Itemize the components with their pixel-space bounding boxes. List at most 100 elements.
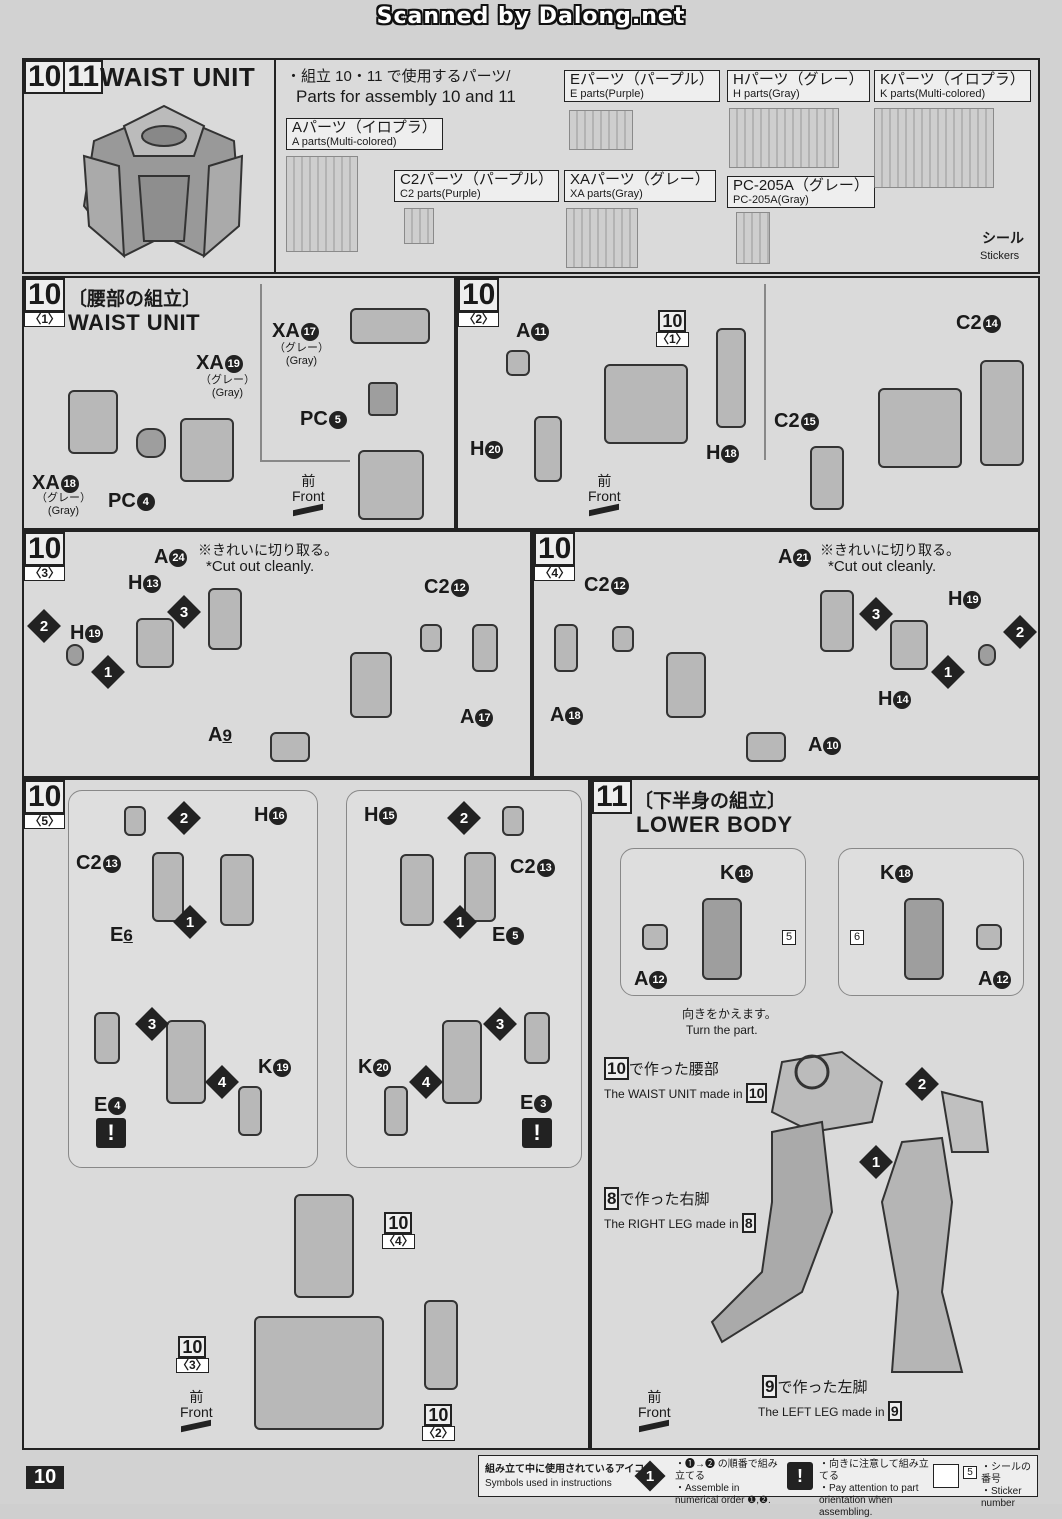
part-a10 [746, 732, 786, 762]
part-xa19 [180, 418, 234, 482]
part-shield-top [294, 1194, 354, 1298]
cut-note-jp: ※きれいに切り取る。 [820, 542, 960, 558]
lower-body-illustration [710, 1050, 990, 1373]
assembled-arm [666, 652, 706, 718]
step-badge-10-11: 10 11 [24, 60, 104, 94]
runner-xa [566, 208, 638, 268]
parts-box-k: Kパーツ（イロプラ）K parts(Multi-colored) [874, 70, 1031, 102]
parts-heading-en: Parts for assembly 10 and 11 [296, 87, 516, 106]
step-badge: 10〈2〉 [458, 278, 500, 327]
part-h19 [66, 644, 84, 666]
assembled-shield-r [442, 1020, 482, 1104]
turn-note-en: Turn the part. [686, 1023, 758, 1037]
step-order-1: 1 [91, 655, 125, 689]
part-label: A9 [208, 724, 232, 746]
step-order-3: 3 [167, 595, 201, 629]
ref-badge: 10〈3〉 [176, 1336, 209, 1373]
attention-legend-icon: ! [787, 1462, 813, 1490]
assembled-shield-l [166, 1020, 206, 1104]
left-leg-made-label-en: The LEFT LEG made in 9 [758, 1401, 902, 1421]
step-order-3: 3 [483, 1007, 517, 1041]
part-e4 [94, 1012, 120, 1064]
part-label: E6 [110, 924, 133, 946]
ref-badge: 10〈2〉 [422, 1404, 455, 1441]
page-number: 10 [26, 1466, 65, 1489]
stickers-label-jp: シール [982, 230, 1024, 246]
step-title-en: WAIST UNIT [68, 310, 201, 335]
part-a18 [554, 624, 578, 672]
part-h15 [400, 854, 434, 926]
ref-badge: 10〈4〉 [382, 1212, 415, 1249]
part-a11 [506, 350, 530, 376]
cut-note-en: *Cut out cleanly. [206, 558, 315, 575]
step-order-1: 1 [931, 655, 965, 689]
sticker-number: 6 [850, 930, 864, 945]
part-h13 [136, 618, 174, 668]
part-e6 [152, 852, 184, 922]
part-h20 [534, 416, 562, 482]
parts-heading-jp: ・組立 10・11 で使用するパーツ/ [286, 68, 511, 85]
parts-box-e: Eパーツ（パープル）E parts(Purple) [564, 70, 720, 102]
attention-legend: ・向きに注意して組み立てる・Pay attention to part orie… [819, 1459, 929, 1518]
part-k18b [904, 898, 944, 980]
gray-note: （グレー）(Gray) [274, 342, 329, 367]
symbols-heading-en: Symbols used in instructions [485, 1478, 612, 1489]
runner-a [286, 156, 358, 252]
part-h18 [716, 328, 746, 428]
step-badge: 10〈1〉 [24, 278, 66, 327]
parts-box-a: Aパーツ（イロプラ）A parts(Multi-colored) [286, 118, 443, 150]
part-k19 [238, 1086, 262, 1136]
step-order-2: 2 [27, 609, 61, 643]
part-pc4 [136, 428, 166, 458]
part-a21 [820, 590, 854, 652]
attention-icon: ! [96, 1118, 126, 1148]
stickers-label-en: Stickers [980, 250, 1020, 262]
cut-note-jp: ※きれいに切り取る。 [198, 542, 338, 558]
step-order-2: 2 [447, 801, 481, 835]
step-order-2: 2 [167, 801, 201, 835]
gray-note: （グレー）(Gray) [200, 374, 255, 399]
runner-k [874, 108, 994, 188]
assembled-waist-final [254, 1316, 384, 1430]
runner-e [569, 110, 633, 150]
part-h16 [220, 854, 254, 926]
part-c2-14 [980, 360, 1024, 466]
part-h14 [890, 620, 928, 670]
assembled-waist-2 [878, 388, 962, 468]
step-title-en: LOWER BODY [636, 812, 793, 837]
parts-box-pc: PC-205A（グレー）PC-205A(Gray) [727, 176, 875, 208]
part-c2-15 [810, 446, 844, 510]
step-title-jp: 〔下半身の組立〕 [634, 791, 787, 812]
right-leg-made-label-en: The RIGHT LEG made in 8 [604, 1213, 756, 1233]
part-c2-12 [420, 624, 442, 652]
parts-box-xa: XAパーツ（グレー）XA parts(Gray) [564, 170, 716, 202]
turn-note-jp: 向きをかえます。 [682, 1007, 777, 1021]
